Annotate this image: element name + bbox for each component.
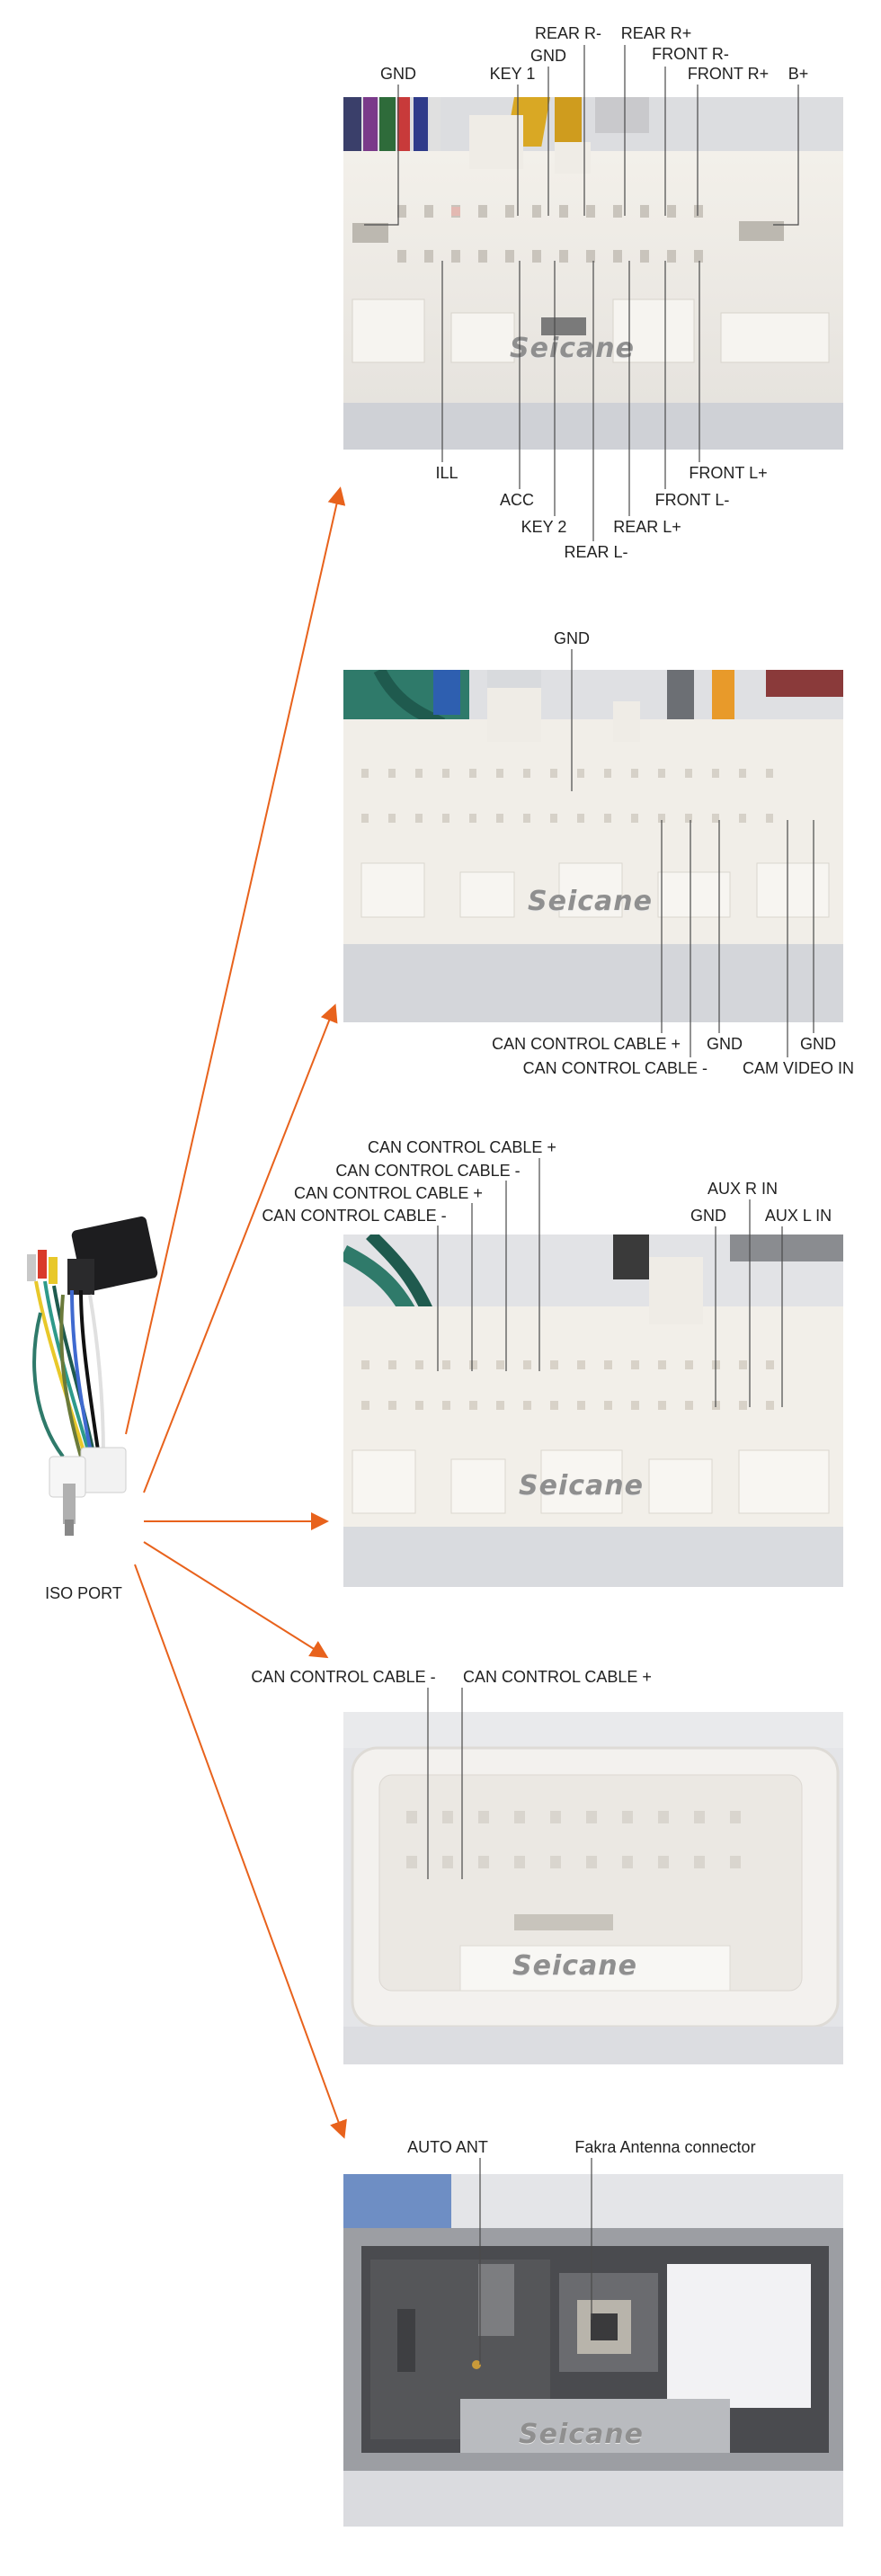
arrow-to-panel-5: [134, 1564, 347, 2139]
brand-watermark-2: Seicane: [528, 886, 653, 917]
p3-label-can-minus-1: CAN CONTROL CABLE -: [335, 1162, 521, 1180]
p1-label-key2: KEY 2: [521, 518, 567, 536]
p2-label-gnd-1: GND: [707, 1035, 743, 1053]
p1-label-rear-l-plus: REAR L+: [613, 518, 681, 536]
p3-label-can-minus-2: CAN CONTROL CABLE -: [262, 1207, 447, 1225]
connector-photo-1: Seicane: [343, 97, 843, 450]
p1-label-front-l-plus: FRONT L+: [689, 464, 768, 482]
brand-watermark-5: Seicane: [519, 2419, 644, 2450]
connector-photo-4: Seicane: [343, 1712, 843, 2064]
p4-label-can-plus: CAN CONTROL CABLE +: [463, 1668, 652, 1686]
p2-label-cam-video-in: CAM VIDEO IN: [742, 1059, 855, 1077]
p3-label-aux-r-in: AUX R IN: [707, 1180, 779, 1198]
p1-label-front-r-plus: FRONT R+: [687, 65, 770, 83]
brand-watermark-3: Seicane: [519, 1470, 644, 1502]
p4-label-can-minus: CAN CONTROL CABLE -: [251, 1668, 436, 1686]
p5-label-fakra: Fakra Antenna connector: [574, 2138, 756, 2156]
arrow-to-panel-4: [143, 1541, 329, 1659]
iso-harness-image: [9, 1187, 166, 1546]
p1-label-gnd-top: GND: [530, 47, 566, 65]
p1-label-acc: ACC: [499, 491, 535, 509]
p5-label-auto-ant: AUTO ANT: [407, 2138, 488, 2156]
brand-watermark-4: Seicane: [512, 1950, 637, 1982]
p1-label-b-plus: B+: [788, 65, 809, 83]
p1-label-gnd-left: GND: [380, 65, 416, 83]
p1-label-ill: ILL: [435, 464, 458, 482]
p1-label-rear-r-minus: REAR R-: [534, 24, 602, 42]
p3-label-can-plus-2: CAN CONTROL CABLE +: [294, 1184, 483, 1202]
p1-label-rear-r-plus: REAR R+: [620, 24, 692, 42]
arrow-to-panel-2: [143, 1003, 338, 1493]
p3-label-gnd: GND: [690, 1207, 726, 1225]
connector-photo-2: Seicane: [343, 670, 843, 1022]
p2-label-gnd-2: GND: [800, 1035, 836, 1053]
p2-label-gnd-top: GND: [554, 629, 590, 647]
p1-label-front-r-minus: FRONT R-: [652, 45, 729, 63]
brand-watermark-1: Seicane: [510, 333, 635, 364]
connector-photo-5: Seicane: [343, 2174, 843, 2527]
p2-label-can-minus: CAN CONTROL CABLE -: [522, 1059, 707, 1077]
p3-label-aux-l-in: AUX L IN: [764, 1207, 832, 1225]
p2-label-can-plus: CAN CONTROL CABLE +: [492, 1035, 681, 1053]
connector-photo-3: Seicane: [343, 1235, 843, 1587]
p1-label-rear-l-minus: REAR L-: [564, 543, 628, 561]
p3-label-can-plus-1: CAN CONTROL CABLE +: [368, 1138, 556, 1156]
p1-label-front-l-minus: FRONT L-: [654, 491, 730, 509]
iso-port-label: ISO PORT: [45, 1584, 122, 1602]
p1-label-key1: KEY 1: [489, 65, 536, 83]
